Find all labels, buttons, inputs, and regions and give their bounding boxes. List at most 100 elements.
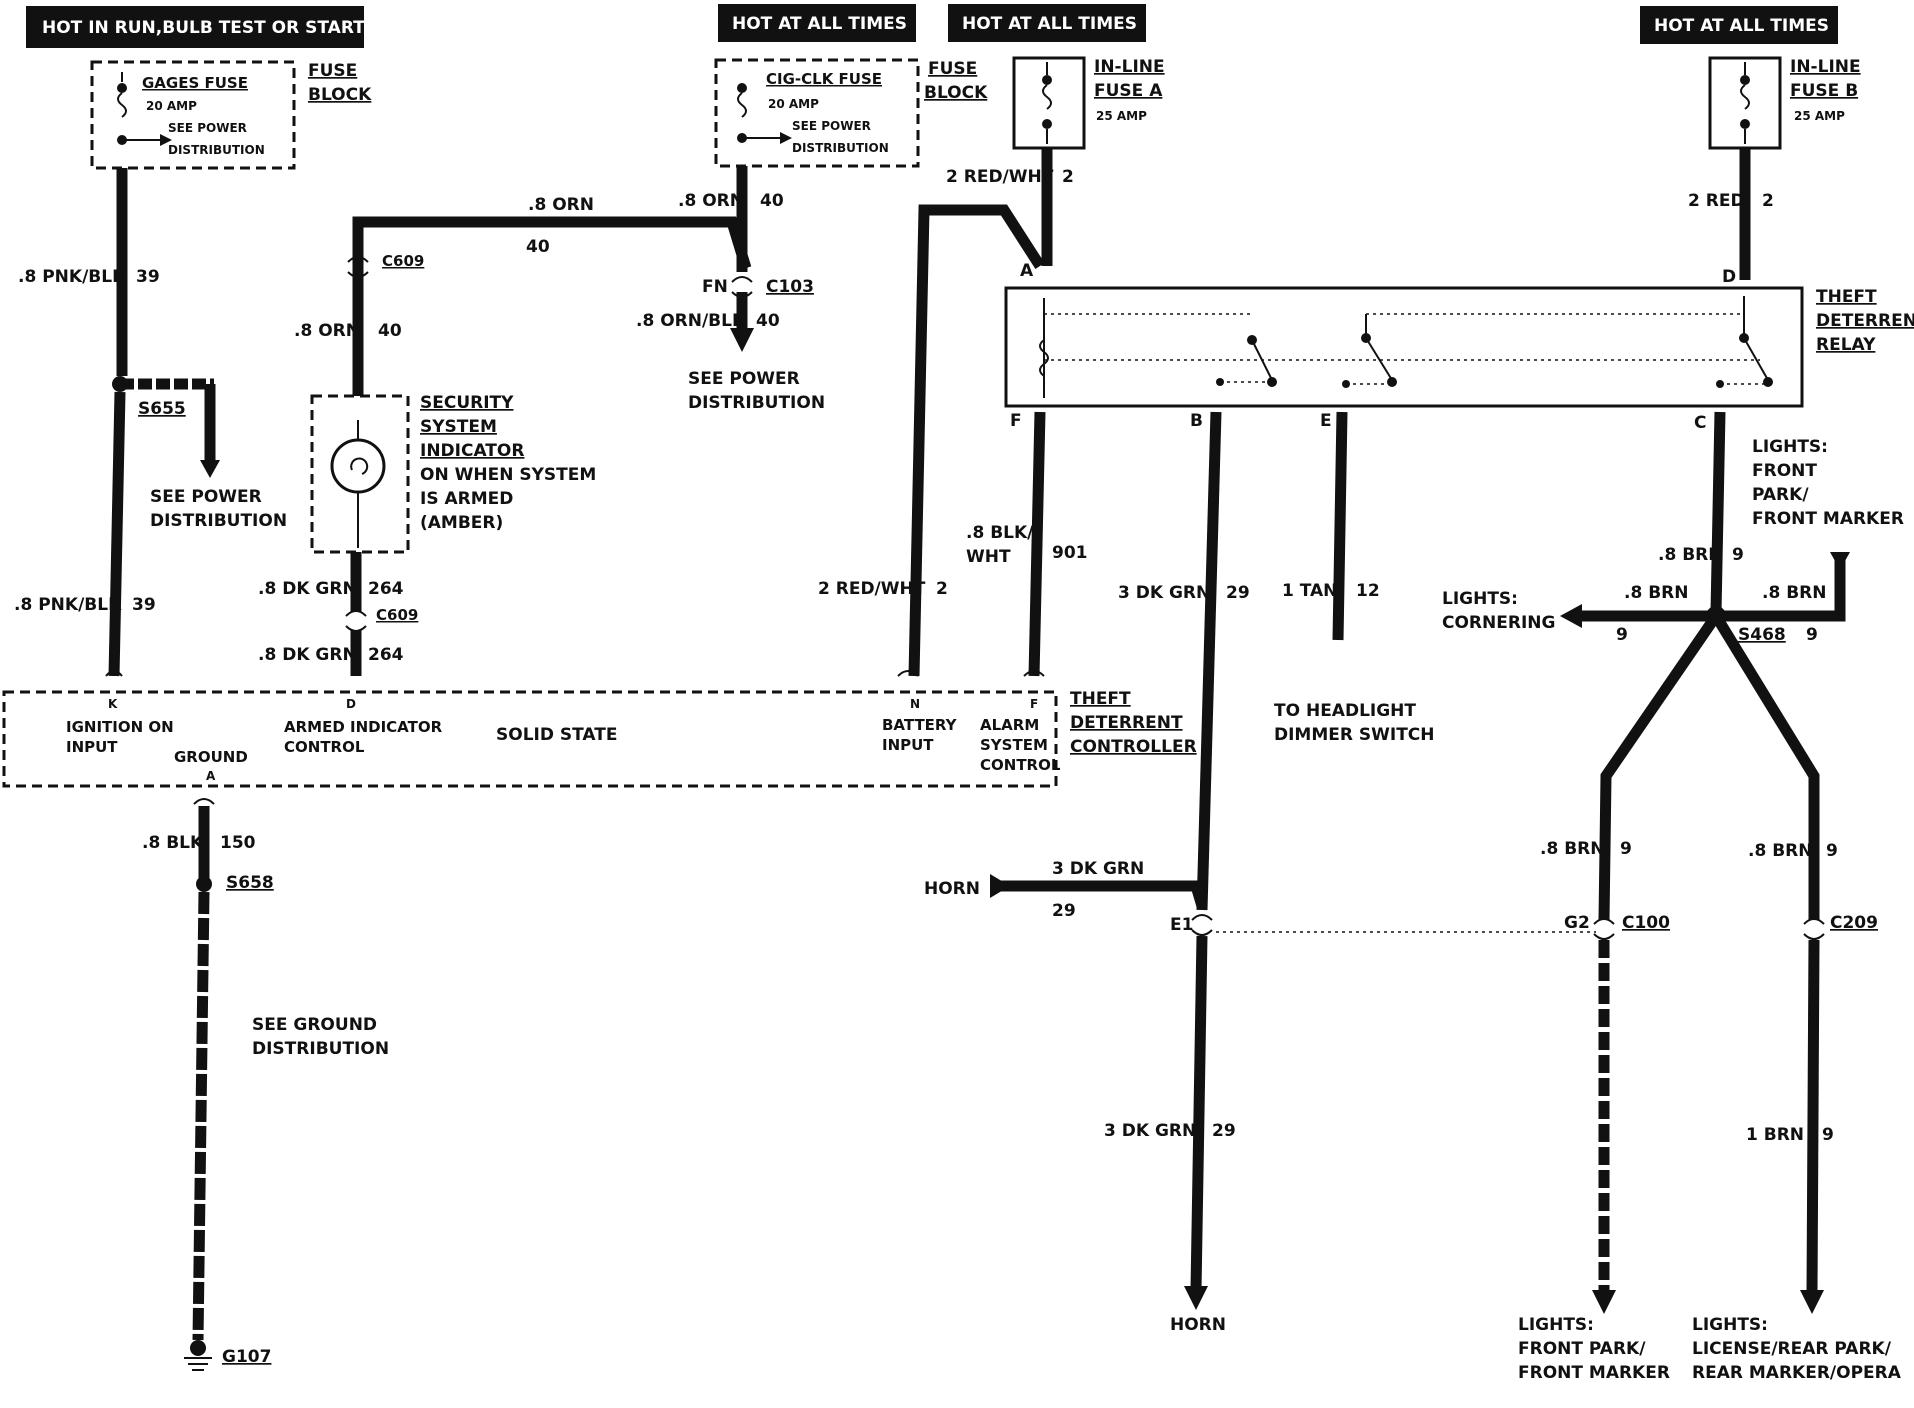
diagram-label: A bbox=[1020, 261, 1034, 281]
diagram-label: 2 RED/WHT bbox=[818, 579, 926, 599]
splice-s468: S468 bbox=[1738, 625, 1786, 645]
diagram-label: 264 bbox=[368, 579, 404, 599]
diagram-label: HOT AT ALL TIMES bbox=[732, 14, 907, 34]
header-hot-all-times-3: HOT AT ALL TIMES bbox=[1640, 6, 1838, 44]
diagram-label: DETERRENT bbox=[1816, 311, 1914, 331]
diagram-label: 40 bbox=[756, 311, 780, 331]
ground-g107: G107 bbox=[222, 1347, 271, 1367]
diagram-label: 9 bbox=[1616, 625, 1628, 645]
diagram-label: GROUND bbox=[174, 748, 248, 766]
diagram-label: .8 ORN/BLK bbox=[636, 311, 746, 331]
diagram-label: 9 bbox=[1620, 839, 1632, 859]
diagram-label: HOT AT ALL TIMES bbox=[1654, 16, 1829, 36]
diagram-label: ON WHEN SYSTEM bbox=[420, 465, 596, 485]
diagram-label: RELAY bbox=[1816, 335, 1876, 355]
diagram-label: DISTRIBUTION bbox=[792, 141, 889, 155]
diagram-label: K bbox=[108, 697, 118, 711]
diagram-label: SEE POWER bbox=[150, 487, 262, 507]
diagram-label: HORN bbox=[924, 879, 980, 899]
inline-fuse-a bbox=[1012, 56, 1086, 150]
theft-deterrent-relay bbox=[1004, 286, 1804, 408]
wire-red-wht bbox=[908, 148, 1053, 677]
diagram-label: E1 bbox=[1170, 915, 1193, 935]
diagram-label: C bbox=[1694, 413, 1706, 433]
diagram-label: CONTROLLER bbox=[1070, 737, 1197, 757]
diagram-label: BLOCK bbox=[308, 85, 372, 105]
diagram-label: FUSE B bbox=[1790, 81, 1858, 101]
wire-blk-wht bbox=[1028, 411, 1046, 677]
diagram-label: DISTRIBUTION bbox=[168, 143, 265, 157]
diagram-label: .8 BRN bbox=[1762, 583, 1826, 603]
diagram-label: SEE POWER bbox=[792, 119, 871, 133]
splice-s655: S655 bbox=[138, 399, 186, 419]
diagram-label: F bbox=[1030, 697, 1038, 711]
diagram-label: .8 ORN bbox=[528, 195, 594, 215]
diagram-label: SEE POWER bbox=[688, 369, 800, 389]
diagram-label: FN bbox=[702, 277, 728, 297]
diagram-label: .8 BLK bbox=[142, 833, 204, 853]
diagram-label: 150 bbox=[220, 833, 256, 853]
diagram-label: DISTRIBUTION bbox=[688, 393, 825, 413]
diagram-label: IGNITION ON bbox=[66, 718, 174, 736]
diagram-label: D bbox=[346, 697, 356, 711]
gages-fuse-label: GAGES FUSE bbox=[142, 74, 248, 92]
connector-c609-top: C609 bbox=[382, 252, 424, 270]
diagram-label: SYSTEM bbox=[420, 417, 497, 437]
diagram-label: 29 bbox=[1052, 901, 1076, 921]
diagram-label: (AMBER) bbox=[420, 513, 503, 533]
diagram-label: LIGHTS: bbox=[1518, 1315, 1594, 1335]
diagram-label: 9 bbox=[1732, 545, 1744, 565]
diagram-label: 25 AMP bbox=[1096, 109, 1147, 123]
theft-deterrent-controller bbox=[2, 670, 1058, 788]
gages-fuse-box: GAGES FUSE 20 AMP SEE POWER DISTRIBUTION bbox=[90, 60, 296, 170]
diagram-label: A bbox=[206, 769, 216, 783]
diagram-label: 901 bbox=[1052, 543, 1088, 563]
diagram-label: 3 DK GRN bbox=[1104, 1121, 1196, 1141]
diagram-label: SYSTEM bbox=[980, 736, 1048, 754]
diagram-label: B bbox=[1190, 411, 1203, 431]
diagram-label: 2 RED/WHT bbox=[946, 167, 1054, 187]
diagram-label: 3 DK GRN bbox=[1052, 859, 1144, 879]
diagram-label: BATTERY bbox=[882, 716, 958, 734]
diagram-label: .8 BLK/ bbox=[966, 523, 1034, 543]
diagram-label: 25 AMP bbox=[1794, 109, 1845, 123]
diagram-label: DETERRENT bbox=[1070, 713, 1183, 733]
wire-dk-grn-29 bbox=[990, 411, 1222, 1310]
diagram-label: BLOCK bbox=[924, 83, 988, 103]
diagram-label: DIMMER SWITCH bbox=[1274, 725, 1435, 745]
header-hot-in-run: HOT IN RUN,BULB TEST OR START bbox=[26, 6, 365, 48]
security-indicator-lamp bbox=[310, 394, 410, 554]
diagram-label: HOT AT ALL TIMES bbox=[962, 14, 1137, 34]
cig-clk-fuse-label: CIG-CLK FUSE bbox=[766, 70, 882, 88]
diagram-label: 1 BRN bbox=[1746, 1125, 1804, 1145]
diagram-label: .8 PNK/BLK bbox=[14, 595, 122, 615]
diagram-label: D bbox=[1722, 267, 1736, 287]
diagram-label: FRONT bbox=[1752, 461, 1817, 481]
diagram-label: CONTROL bbox=[980, 756, 1061, 774]
wire-orn bbox=[347, 166, 754, 396]
inline-fuse-b bbox=[1708, 56, 1782, 150]
diagram-label: WHT bbox=[966, 547, 1011, 567]
diagram-label: 2 RED bbox=[1688, 191, 1745, 211]
fuse-block-label-1: FUSE bbox=[308, 61, 357, 81]
diagram-label: IS ARMED bbox=[420, 489, 513, 509]
diagram-label: 3 DK GRN bbox=[1118, 583, 1210, 603]
diagram-label: N bbox=[910, 697, 920, 711]
connector-c100: C100 bbox=[1622, 913, 1670, 933]
diagram-label: 40 bbox=[378, 321, 402, 341]
diagram-label: HORN bbox=[1170, 1315, 1226, 1335]
diagram-label: FRONT MARKER bbox=[1518, 1363, 1670, 1383]
diagram-label: .8 ORN bbox=[294, 321, 360, 341]
diagram-label: DISTRIBUTION bbox=[150, 511, 287, 531]
diagram-label: FRONT MARKER bbox=[1752, 509, 1904, 529]
diagram-label: E bbox=[1320, 411, 1332, 431]
diagram-label: CONTROL bbox=[284, 738, 365, 756]
diagram-label: SEE POWER bbox=[168, 121, 247, 135]
diagram-label: 2 bbox=[1762, 191, 1774, 211]
splice-s658: S658 bbox=[226, 873, 274, 893]
diagram-label: 20 AMP bbox=[768, 97, 819, 111]
diagram-label: HOT IN RUN,BULB TEST OR START bbox=[42, 18, 365, 38]
diagram-label: .8 BRN bbox=[1624, 583, 1688, 603]
diagram-label: 20 AMP bbox=[146, 99, 197, 113]
